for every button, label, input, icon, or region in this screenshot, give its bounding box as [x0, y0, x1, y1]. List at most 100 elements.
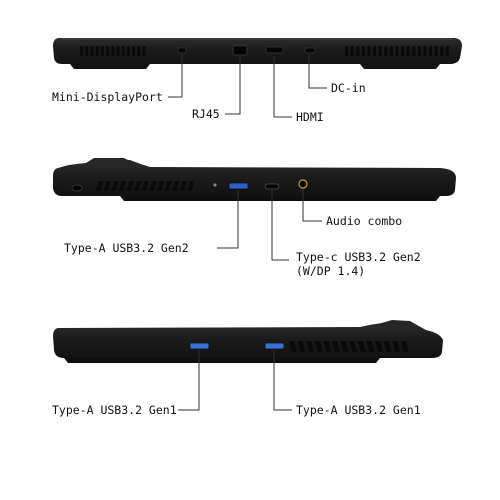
vent-slat — [440, 46, 444, 56]
hdmi-port — [265, 46, 284, 54]
label-usb-c-line2: (W/DP 1.4) — [296, 264, 366, 278]
vent-slat — [314, 341, 323, 352]
vent-slat — [373, 46, 377, 56]
label-usb-a-gen1-left: Type-A USB3.2 Gen1 — [52, 403, 177, 417]
vent-slat — [100, 46, 104, 56]
leader-line-hdmi — [273, 56, 292, 118]
vent-slat — [141, 181, 149, 191]
leader-line-audio — [302, 189, 322, 222]
dc-in-port — [304, 47, 316, 54]
vent-slat — [361, 46, 365, 56]
vent-slat — [366, 341, 375, 352]
vent-slat — [111, 181, 119, 191]
rear-view — [53, 38, 462, 118]
vent-slat — [142, 46, 146, 56]
rear-vent-right — [345, 46, 449, 56]
label-dc-in: DC-in — [331, 81, 366, 95]
vent-slat — [400, 341, 409, 352]
rear-chassis — [53, 38, 462, 64]
vent-slat — [116, 46, 120, 56]
leader-line-rj45 — [225, 56, 241, 115]
indicator-icon — [213, 183, 217, 187]
vent-slat — [423, 46, 427, 56]
left-vent — [289, 341, 409, 352]
right-vent — [96, 181, 195, 191]
leader-line-dc-in — [308, 55, 327, 89]
vent-slat — [392, 341, 401, 352]
leader-line-usb-c — [271, 190, 289, 261]
vent-slat — [137, 46, 141, 56]
leader-line-usb-a-gen1-1 — [178, 350, 200, 411]
vent-slat — [349, 341, 358, 352]
usb-a-gen2-port — [228, 182, 249, 190]
label-hdmi: HDMI — [296, 110, 324, 124]
usb-a-gen1-port-1 — [189, 342, 210, 350]
vent-slat — [395, 46, 399, 56]
vent-slat — [375, 341, 383, 352]
vent-slat — [85, 46, 89, 56]
right-side-view — [53, 158, 456, 261]
vent-slat — [297, 341, 306, 352]
vent-slat — [389, 46, 393, 56]
audio-jack — [298, 179, 308, 189]
label-rj45: RJ45 — [192, 107, 220, 121]
vent-slat — [132, 46, 136, 56]
vent-slat — [445, 46, 449, 56]
rj45-port — [232, 45, 248, 56]
vent-slat — [289, 341, 297, 352]
label-mini-displayport: Mini-DisplayPort — [52, 90, 163, 104]
vent-slat — [367, 46, 371, 56]
usb-a-gen1-port-2 — [264, 342, 285, 350]
vent-slat — [103, 181, 111, 191]
vent-slat — [179, 181, 187, 191]
vent-slat — [118, 181, 127, 191]
vent-slat — [340, 341, 349, 352]
vent-slat — [96, 181, 104, 191]
vent-slat — [384, 46, 388, 56]
vent-slat — [401, 46, 405, 56]
label-usb-a-gen1-right: Type-A USB3.2 Gen1 — [296, 403, 421, 417]
left-chassis — [53, 322, 443, 358]
vent-slat — [149, 181, 157, 191]
vent-slat — [332, 341, 340, 352]
vent-slat — [357, 341, 366, 352]
label-usb-c-line1: Type-c USB3.2 Gen2 — [296, 250, 421, 264]
vent-slat — [323, 341, 332, 352]
vent-slat — [434, 46, 438, 56]
vent-slat — [412, 46, 416, 56]
usb-c-port — [264, 183, 280, 190]
vent-slat — [406, 46, 410, 56]
vent-slat — [111, 46, 115, 56]
vent-slat — [417, 46, 421, 56]
label-audio-combo: Audio combo — [326, 214, 403, 228]
vent-slat — [345, 46, 349, 56]
leader-line-mini-displayport — [168, 55, 183, 98]
vent-slat — [383, 341, 392, 352]
vent-slat — [306, 341, 315, 352]
vent-slat — [156, 181, 165, 191]
left-hinge-bump — [372, 320, 424, 329]
rear-top-highlight — [62, 38, 452, 40]
vent-slat — [429, 46, 433, 56]
vent-slat — [172, 181, 180, 191]
right-hinge-bump — [86, 158, 140, 166]
vent-slat — [187, 181, 195, 191]
vent-slat — [90, 46, 94, 56]
rear-foot-right — [360, 64, 440, 69]
vent-slat — [164, 181, 172, 191]
vent-slat — [121, 46, 125, 56]
leader-line-usb-a-gen2 — [217, 190, 239, 249]
leader-line-usb-a-gen1-2 — [273, 350, 292, 411]
right-foot — [120, 196, 440, 201]
left-foot — [64, 358, 380, 363]
vent-slat — [126, 181, 134, 191]
rear-foot-left — [70, 64, 150, 69]
label-usb-a-gen2: Type-A USB3.2 Gen2 — [64, 241, 189, 255]
vent-slat — [106, 46, 110, 56]
mini-displayport-port — [177, 47, 187, 54]
vent-slat — [350, 46, 354, 56]
vent-slat — [378, 46, 382, 56]
vent-slat — [134, 181, 142, 191]
vent-slat — [126, 46, 130, 56]
